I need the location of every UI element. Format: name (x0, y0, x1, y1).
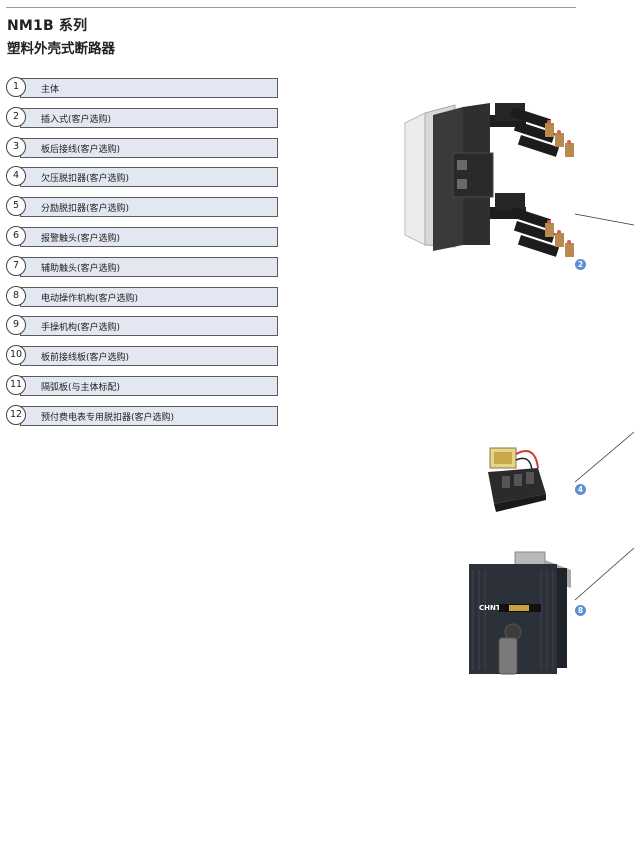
part-number-badge: 3 (6, 136, 26, 157)
part-number-badge: 12 (6, 404, 26, 425)
part-number-badge: 11 (6, 374, 26, 395)
part-number-badge: 10 (6, 345, 26, 366)
parts-list-item: 电动操作机构(客户选购) 8 (6, 285, 278, 307)
parts-list-item: 报警触头(客户选购) 6 (6, 225, 278, 247)
product-title: 塑料外壳式断路器 (7, 41, 115, 57)
parts-list-item: 欠压脱扣器(客户选购) 4 (6, 166, 278, 188)
top-rule (6, 7, 576, 8)
part-number-badge: 5 (6, 196, 26, 217)
part-label: 板后接线(客户选购) (41, 144, 121, 155)
part-number-badge: 8 (6, 285, 26, 306)
part-label: 欠压脱扣器(客户选购) (41, 174, 130, 185)
part-label: 插入式(客户选购) (41, 114, 112, 125)
parts-list-item: 主体 1 (6, 77, 278, 98)
callout-4: 4 (575, 484, 586, 495)
part-label: 辅助触头(客户选购) (41, 263, 121, 274)
parts-list-item: 板前接线板(客户选购) 10 (6, 345, 278, 367)
part-number-badge: 9 (6, 315, 26, 336)
parts-list-item: 插入式(客户选购) 2 (6, 106, 278, 128)
parts-list-item: 分励脱扣器(客户选购) 5 (6, 196, 278, 218)
part-number-badge: 6 (6, 225, 26, 246)
series-title: NM1B 系列 (7, 18, 88, 34)
parts-list-item: 隔弧板(与主体标配) 11 (6, 374, 278, 396)
callout-2: 2 (575, 259, 586, 270)
part-label: 电动操作机构(客户选购) (41, 293, 139, 304)
part-label: 隔弧板(与主体标配) (41, 382, 121, 393)
parts-list-item: 预付费电表专用脱扣器(客户选购) 12 (6, 404, 278, 426)
part-label: 手操机构(客户选购) (41, 323, 121, 334)
part-label: 报警触头(客户选购) (41, 233, 121, 244)
callout-8: 8 (575, 605, 586, 616)
part-number-badge: 1 (6, 77, 26, 97)
plugin-base-photo (404, 103, 574, 257)
part-number-badge: 4 (6, 166, 26, 187)
parts-list-item: 板后接线(客户选购) 3 (6, 136, 278, 158)
parts-list-item: 辅助触头(客户选购) 7 (6, 255, 278, 277)
brand-logo: CHNT (479, 604, 501, 612)
part-label: 板前接线板(客户选购) (41, 353, 130, 364)
part-label: 分励脱扣器(客户选购) (41, 204, 130, 215)
part-number-badge: 2 (6, 106, 26, 127)
parts-list-item: 手操机构(客户选购) 9 (6, 315, 278, 337)
part-number-badge: 7 (6, 255, 26, 276)
part-label: 预付费电表专用脱扣器(客户选购) (41, 412, 175, 423)
part-label: 主体 (41, 85, 60, 95)
motor-operator-photo: CHNT (469, 551, 571, 675)
undervoltage-release-photo (488, 447, 546, 512)
